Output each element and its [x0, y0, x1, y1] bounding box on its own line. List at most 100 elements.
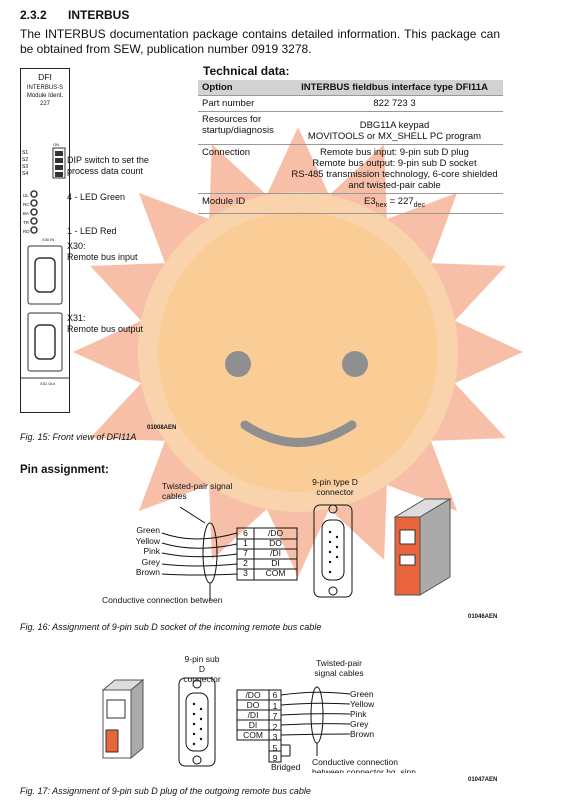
module-id-hex: hex	[375, 201, 387, 209]
fig16-conductive-label: Conductive connection between	[102, 595, 223, 605]
fig16-pin-numbers: 6 1 7 2 3	[237, 528, 254, 578]
pin-number: 9	[272, 753, 278, 763]
module-ident: Module Ident.	[26, 93, 64, 99]
fig16-signals: /DO DO /DI DI COM	[254, 528, 297, 578]
module-id-eq: = 227	[386, 196, 414, 207]
table-cell-label: Part number	[198, 95, 286, 112]
module-id-dec: dec	[413, 201, 425, 209]
pin-assignment-heading: Pin assignment:	[20, 464, 109, 476]
led-label: RC	[23, 202, 30, 207]
watermark-right-eye	[342, 351, 368, 377]
led-green-callout: 4 - LED Green	[67, 192, 126, 202]
module-name: DFI	[38, 72, 52, 82]
fig15-code: 01008AEN	[147, 425, 177, 431]
pin-number: 6	[243, 528, 248, 538]
table-row: Part number 822 723 3	[198, 95, 503, 112]
table-row: Resources for startup/diagnosis DBG11A k…	[198, 111, 503, 145]
wire-label: Green	[136, 525, 160, 535]
fig17-wire-colors: Green Yellow Pink Grey Brown	[350, 689, 374, 739]
wire-label: Pink	[350, 709, 367, 719]
pin-number: 7	[272, 711, 278, 721]
x31-port-label: X31 Out	[40, 381, 55, 386]
fig16-connector-label: 9-pin type D connector	[312, 477, 358, 497]
switch-label: S4	[22, 171, 29, 177]
intro-paragraph: The INTERBUS documentation package conta…	[20, 27, 500, 56]
table-cell-label: Resources for startup/diagnosis	[198, 111, 286, 145]
pin-number: 1	[272, 700, 278, 711]
table-row: Connection Remote bus input: 9-pin sub D…	[198, 144, 503, 194]
x30-callout: X30:	[67, 241, 86, 251]
pin-number: 6	[272, 690, 278, 700]
signal-label: DO	[246, 700, 260, 710]
switch-on-label: ON	[53, 142, 59, 147]
pin-number: 7	[243, 548, 248, 558]
signal-label: /DO	[267, 528, 284, 538]
table-cell-label: Module ID	[198, 193, 286, 214]
signal-label: /DO	[245, 690, 261, 700]
table-cell-value: Remote bus input: 9-pin sub D plug Remot…	[286, 144, 503, 194]
module-ident-value: 227	[39, 101, 50, 107]
fig15-caption: Fig. 15: Front view of DFI11A	[20, 432, 137, 442]
signal-label: COM	[265, 568, 286, 578]
led-label: RD	[23, 229, 30, 234]
wire-label: Yellow	[135, 535, 160, 546]
table-cell-value: 822 723 3	[286, 95, 503, 112]
technical-data-table: Option INTERBUS fieldbus interface type …	[198, 80, 503, 214]
fig17-conductive-label: Conductive connection between connector …	[312, 757, 416, 773]
fig17-signals: /DO DO /DI DI COM	[237, 690, 269, 740]
led-label: UL	[23, 193, 29, 198]
fig16-diagram	[161, 498, 452, 600]
wire-label: Brown	[350, 729, 375, 739]
fig16-wire-colors: Green Yellow Pink Grey Brown	[110, 525, 160, 578]
fig17-bridged-label: Bridged	[271, 762, 301, 772]
wire-label: Yellow	[350, 699, 375, 709]
wire-label: Brown	[135, 567, 160, 577]
value-line: Remote bus output: 9-pin sub D socket	[312, 158, 477, 169]
table-header-cell: INTERBUS fieldbus interface type DFI11A	[286, 80, 503, 96]
led-label: TR	[23, 220, 29, 225]
value-line: DBG11A keypad	[359, 120, 430, 131]
value-line: Remote bus input: 9-pin sub D plug	[320, 147, 469, 158]
wire-label: Pink	[143, 546, 160, 556]
fig17-caption: Fig. 17: Assignment of 9-pin sub D plug …	[20, 786, 311, 796]
fig17-diagram	[101, 677, 351, 767]
watermark-smile	[240, 420, 357, 447]
dip-switch-callout: DIP switch to set the process data count	[67, 155, 149, 176]
technical-data-title: Technical data:	[203, 64, 290, 78]
table-row: Module ID E3hex = 227dec	[198, 193, 503, 214]
value-line: 822 723 3	[373, 98, 416, 109]
switch-label: S1	[22, 150, 29, 156]
fig16-code: 01046AEN	[468, 614, 498, 620]
pin-number: 1	[243, 538, 248, 548]
fig17-connector-label: 9-pin sub D connector	[183, 654, 221, 684]
x30-callout-text: Remote bus input	[67, 252, 138, 262]
table-header-cell: Option	[198, 80, 286, 96]
wire-label: Green	[350, 689, 374, 699]
watermark-left-eye	[225, 351, 251, 377]
signal-label: /DI	[247, 710, 259, 720]
table-cell-label: Connection	[198, 144, 286, 194]
fig17-cable-label: Twisted-pair signal cables	[314, 658, 364, 678]
module-id-e3: E3	[364, 196, 376, 207]
table-header-row: Option INTERBUS fieldbus interface type …	[198, 80, 503, 96]
fig17-code: 01047AEN	[468, 777, 498, 783]
dfi11a-front-view	[20, 68, 70, 413]
signal-label: /DI	[270, 548, 281, 558]
section-title: INTERBUS	[68, 8, 130, 22]
signal-label: DO	[269, 538, 282, 548]
x31-callout-text: Remote bus output	[67, 324, 144, 334]
led-red-callout: 1 - LED Red	[67, 226, 117, 236]
value-line: RS-485 transmission technology, 6-core s…	[291, 169, 498, 180]
signal-label: DI	[248, 720, 258, 730]
led-labels: UL RC BA TR RD	[23, 191, 30, 236]
value-line: and twisted-pair cable	[348, 180, 441, 191]
pin-number: 3	[272, 732, 278, 742]
signal-label: DI	[271, 558, 280, 568]
x31-callout: X31:	[67, 313, 86, 323]
fig17-pin-numbers: 6 1 7 2 3 5 9	[269, 690, 281, 764]
wire-label: Grey	[141, 556, 160, 567]
section-number: 2.3.2	[20, 8, 47, 22]
pin-number: 5	[272, 742, 278, 753]
value-line: MOVITOOLS or MX_SHELL PC program	[307, 131, 482, 142]
pin-number: 2	[272, 721, 278, 732]
